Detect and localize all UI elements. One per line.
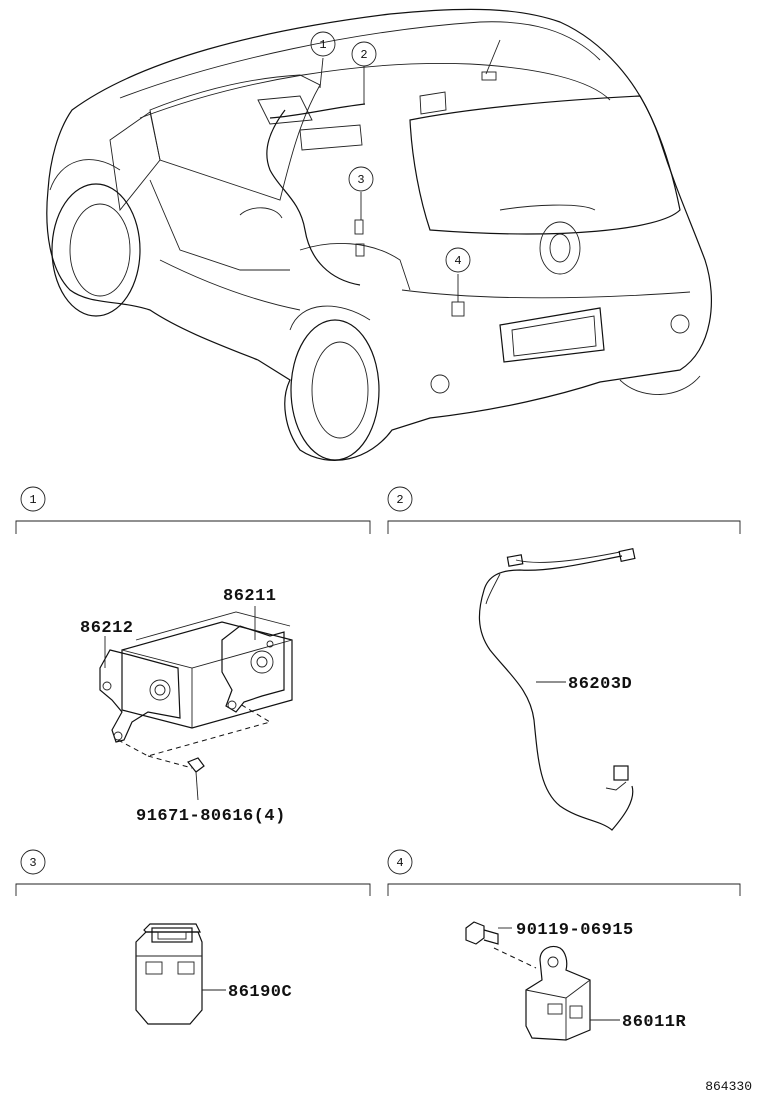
diagram-reference-number: 864330 — [705, 1079, 752, 1094]
vehicle-callout-1: 1 — [310, 31, 336, 57]
part-number-86190C: 86190C — [228, 983, 292, 1002]
section-number: 4 — [396, 856, 403, 870]
vehicle-callout-2: 2 — [351, 41, 377, 67]
part-number-86203D: 86203D — [568, 675, 632, 694]
callout-label: 3 — [357, 173, 364, 187]
sensor-drawing — [465, 921, 620, 1041]
section-number: 1 — [29, 493, 36, 507]
section-2-header: 2 — [387, 486, 741, 534]
part-number-86211: 86211 — [223, 587, 277, 606]
callout-label: 2 — [360, 48, 367, 62]
callout-label: 1 — [319, 38, 326, 52]
section-number: 3 — [29, 856, 36, 870]
wire-harness-drawing — [478, 547, 636, 831]
section-number: 2 — [396, 493, 403, 507]
vehicle-callout-3: 3 — [348, 166, 374, 192]
vehicle-illustration — [46, 8, 713, 461]
ecu-module-drawing — [99, 606, 293, 801]
part-number-86212: 86212 — [80, 619, 134, 638]
switch-drawing — [135, 923, 226, 1025]
section-4-header: 4 — [387, 849, 741, 896]
callout-label: 4 — [454, 254, 461, 268]
vehicle-callout-4: 4 — [445, 247, 471, 273]
part-number-86011R: 86011R — [622, 1013, 687, 1032]
section-1-header: 1 — [15, 486, 371, 534]
section-3-header: 3 — [15, 849, 371, 896]
part-number-91671-80616: 91671-80616(4) — [136, 807, 286, 826]
part-number-90119-06915: 90119-06915 — [516, 921, 634, 940]
